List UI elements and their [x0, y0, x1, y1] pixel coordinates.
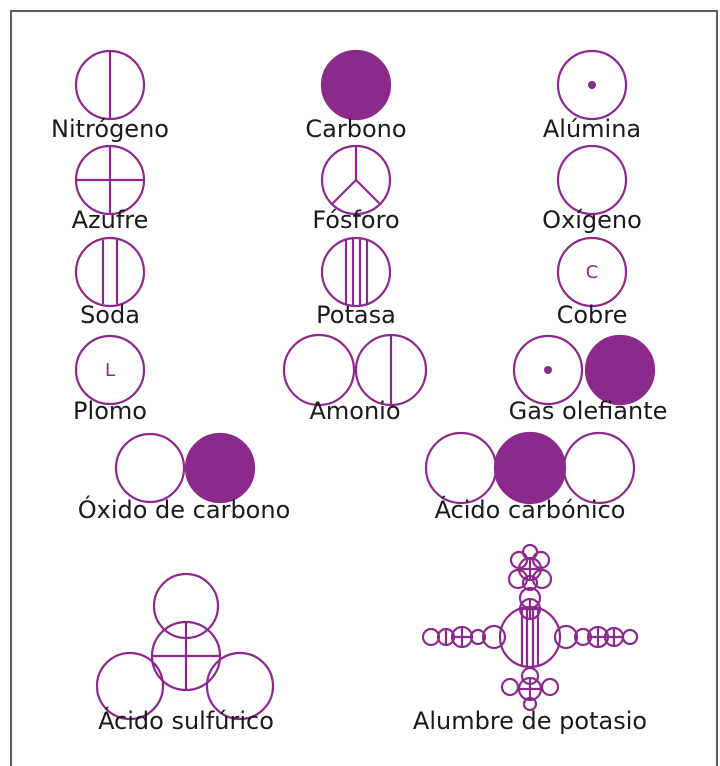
alumina-symbol: [556, 49, 628, 121]
cobre-symbol: C: [556, 236, 628, 308]
acido-sulfurico-label: Ácido sulfúrico: [98, 706, 274, 735]
nitrogeno-symbol: [74, 49, 146, 121]
azufre-symbol: [74, 144, 146, 216]
oxido-de-carbono-symbol: [114, 432, 256, 504]
potasa-label: Potasa: [316, 301, 396, 329]
nitrogeno-label: Nitrógeno: [51, 115, 169, 143]
alumina-label: Alúmina: [543, 115, 641, 143]
soda-symbol: [74, 236, 146, 308]
cobre-letter: C: [586, 262, 599, 283]
gas-olefiante-symbol: [512, 334, 656, 406]
fosforo-label: Fósforo: [312, 206, 399, 234]
potasa-symbol: [320, 236, 392, 308]
oxigeno-symbol: [556, 144, 628, 216]
plomo-symbol: L: [74, 334, 146, 406]
gas-olefiante-label: Gas olefiante: [509, 397, 668, 425]
carbono-label: Carbono: [305, 115, 406, 143]
alumbre-de-potasio-symbol: [421, 543, 639, 712]
oxido-de-carbono-label: Óxido de carbono: [78, 494, 291, 524]
acido-carbonico-label: Ácido carbónico: [435, 495, 626, 524]
plomo-label: Plomo: [73, 397, 147, 425]
amonio-symbol: [282, 333, 428, 407]
amonio-label: Amonio: [309, 397, 400, 425]
carbono-symbol: [320, 49, 392, 121]
alumbre-de-potasio-label: Alumbre de potasio: [413, 707, 647, 735]
acido-carbonico-symbol: [424, 431, 636, 505]
soda-label: Soda: [80, 301, 140, 329]
cobre-label: Cobre: [557, 301, 628, 329]
azufre-label: Azufre: [72, 206, 149, 234]
plomo-letter: L: [105, 360, 115, 381]
oxigeno-label: Oxígeno: [542, 206, 642, 234]
fosforo-symbol: [320, 144, 392, 216]
acido-sulfurico-symbol: [95, 572, 275, 721]
